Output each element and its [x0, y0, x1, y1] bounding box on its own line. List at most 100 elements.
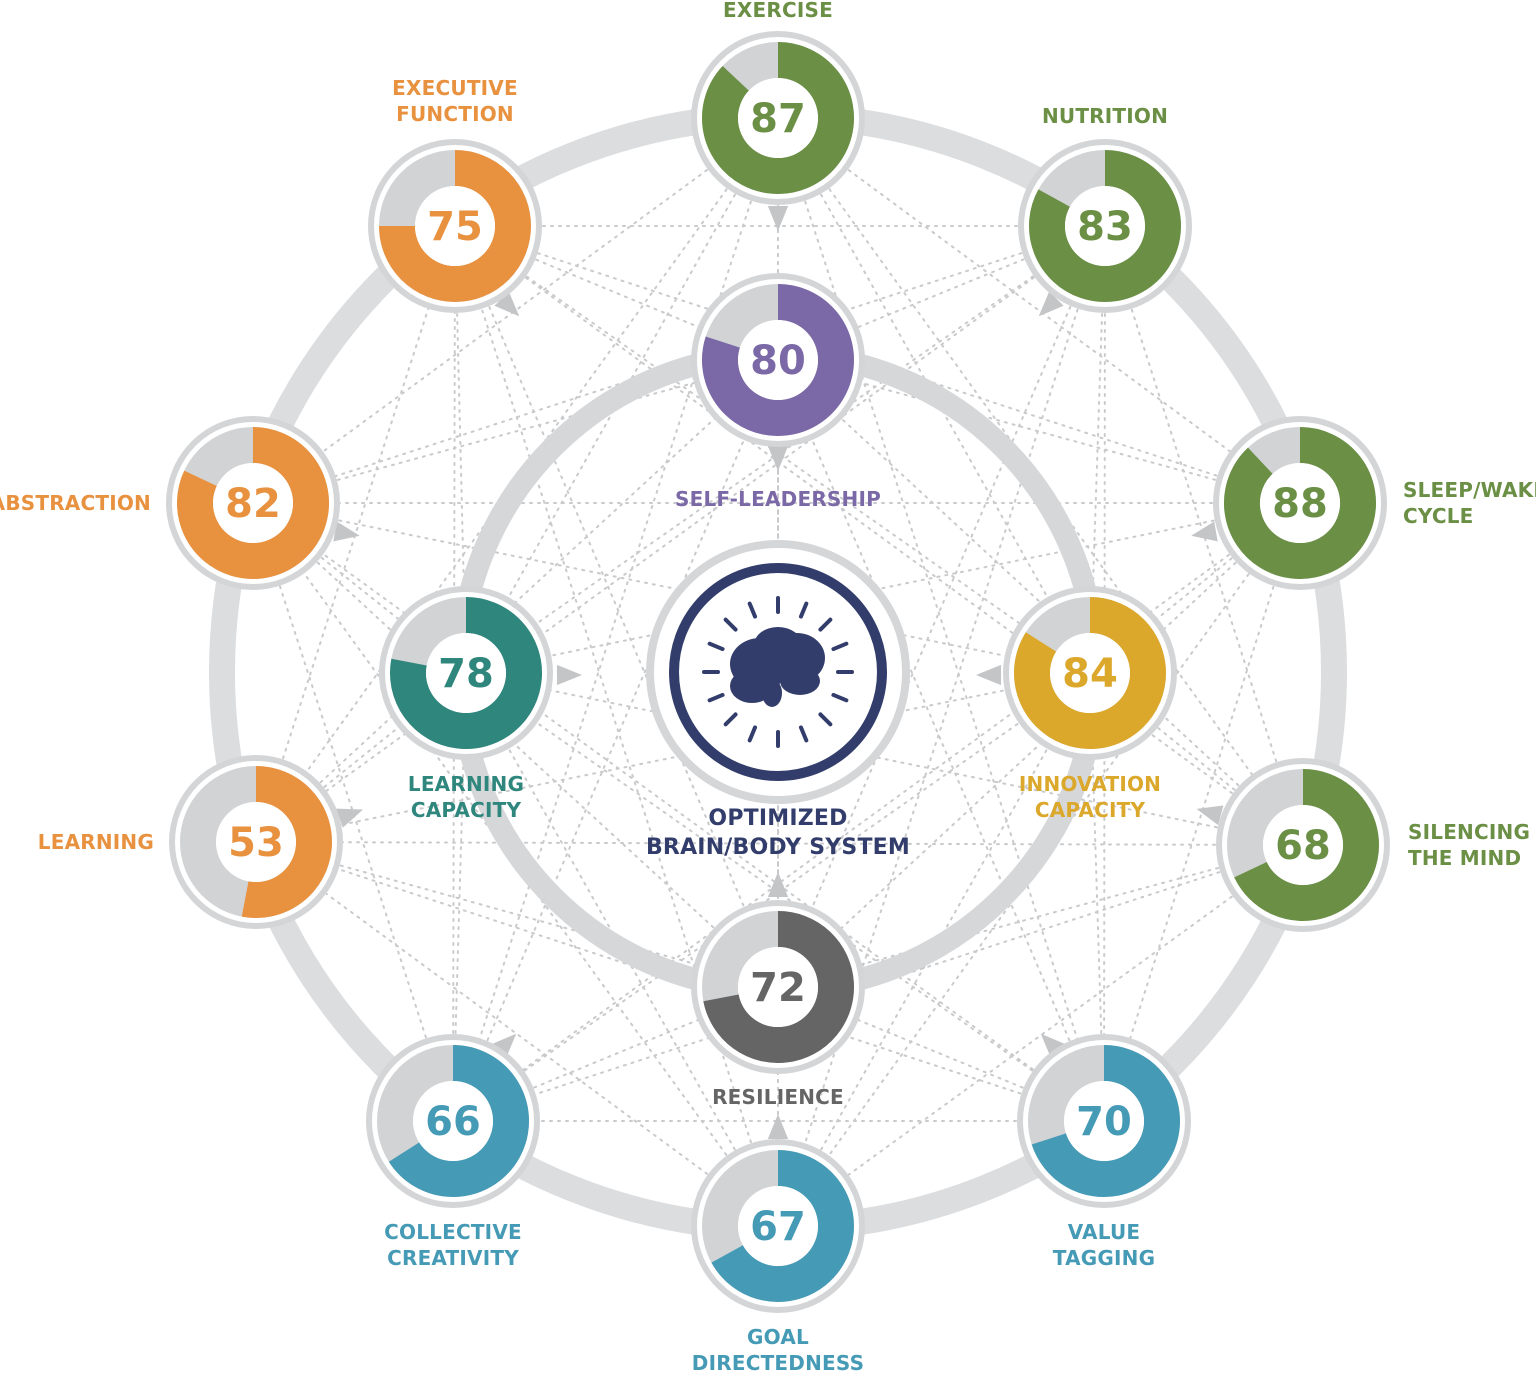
- donut-fill: [379, 150, 531, 302]
- donut-center: [216, 802, 296, 882]
- connector-line: [252, 502, 779, 1227]
- metric-node-nutrition: 83: [1018, 139, 1192, 313]
- metric-value: 53: [228, 820, 284, 866]
- donut-fill: [241, 766, 332, 918]
- ray-mark: [798, 601, 809, 619]
- connector-line: [465, 672, 779, 1227]
- connector-line: [255, 225, 1106, 843]
- metric-value: 67: [750, 1204, 806, 1250]
- metric-node-innovation-capacity: 84: [1003, 586, 1177, 760]
- connector-line: [452, 359, 779, 1122]
- metric-label-nutrition: NUTRITION: [1041, 104, 1169, 128]
- donut-fill: [702, 284, 854, 436]
- metric-value: 80: [750, 338, 806, 384]
- donut-fill: [388, 1045, 529, 1197]
- connector-line: [777, 359, 1105, 1122]
- metric-value: 75: [427, 204, 483, 250]
- metric-label-exercise: EXERCISE: [723, 0, 833, 22]
- donut-center: [1064, 1081, 1144, 1161]
- connector-line: [255, 359, 779, 843]
- metric-nodes: 87 83 88 68 70 67 66 53 82 75 80 84 72 78: [166, 31, 1390, 1313]
- metric-label-collective-creativity: COLLECTIVE CREATIVITY: [384, 1220, 522, 1270]
- donut-fill: [390, 597, 542, 749]
- donut-center: [1065, 186, 1145, 266]
- metric-label-value-tagging: VALUE TAGGING: [1052, 1220, 1156, 1270]
- metric-node-value-tagging: 70: [1017, 1034, 1191, 1208]
- metric-node-learning-capacity: 78: [379, 586, 553, 760]
- arrow-icon: [333, 521, 360, 542]
- ray-mark: [707, 641, 725, 652]
- ray-mark: [707, 692, 725, 703]
- metric-value: 84: [1062, 651, 1118, 697]
- ray-mark: [818, 617, 833, 632]
- donut-center: [738, 947, 818, 1027]
- donut-center: [738, 78, 818, 158]
- connector-line: [777, 359, 1301, 504]
- ray-mark: [818, 712, 833, 727]
- metric-label-executive-function: EXECUTIVE FUNCTION: [392, 76, 518, 126]
- metric-label-goal-directedness: GOAL DIRECTEDNESS: [691, 1325, 865, 1375]
- donut-fill: [1234, 769, 1379, 921]
- connector-line: [777, 672, 1091, 1227]
- ray-mark: [798, 725, 809, 743]
- ray-mark: [831, 641, 849, 652]
- metric-node-exercise: 87: [691, 31, 865, 205]
- metric-value: 70: [1076, 1099, 1132, 1145]
- arrow-icon: [767, 445, 789, 471]
- connector-line: [255, 672, 1091, 843]
- connector-line: [465, 502, 1301, 674]
- arrow-icon: [1040, 1033, 1066, 1059]
- donut-fill: [177, 427, 329, 579]
- metric-label-learning: LEARNING: [37, 830, 154, 854]
- direction-arrows: [333, 205, 1224, 1140]
- metric-label-silencing-the-mind: SILENCING THE MIND: [1408, 820, 1531, 870]
- metric-label-sleep-wake-cycle: SLEEP/WAKE CYCLE: [1403, 478, 1536, 528]
- donut-fill: [711, 1150, 854, 1302]
- metric-node-self-leadership: 80: [691, 273, 865, 447]
- metric-value: 83: [1077, 204, 1133, 250]
- connector-line: [777, 502, 1301, 1227]
- donut-fill: [1031, 1045, 1180, 1197]
- arrow-icon: [494, 291, 520, 317]
- donut-fill: [1014, 597, 1166, 749]
- connector-line: [252, 502, 1091, 674]
- metric-value: 88: [1272, 481, 1328, 527]
- connector-line: [454, 225, 779, 1227]
- center-label: OPTIMIZED BRAIN/BODY SYSTEM: [645, 806, 911, 860]
- connector-line: [454, 225, 1091, 674]
- arrow-icon: [976, 664, 1002, 686]
- metric-label-self-leadership: SELF-LEADERSHIP: [675, 487, 881, 511]
- ray-mark: [747, 601, 758, 619]
- ray-mark: [831, 692, 849, 703]
- connector-line: [252, 502, 1105, 1122]
- connector-line: [465, 225, 1106, 674]
- arrow-icon: [767, 872, 789, 898]
- donut-center: [413, 1081, 493, 1161]
- donut-center: [738, 1186, 818, 1266]
- donut-fill: [1224, 427, 1376, 579]
- connector-line: [465, 117, 779, 674]
- connector-line: [255, 841, 1105, 1122]
- connector-line: [777, 502, 1301, 988]
- connector-line: [255, 841, 1304, 846]
- metric-value: 66: [425, 1099, 481, 1145]
- connector-line: [452, 502, 1301, 1122]
- metric-value: 72: [750, 965, 806, 1011]
- connector-line: [777, 117, 1105, 1122]
- metric-value: 68: [1275, 823, 1331, 869]
- connector-line: [252, 359, 779, 504]
- arrow-icon: [1196, 805, 1224, 826]
- connector-line: [777, 844, 1304, 988]
- metric-node-executive-function: 75: [368, 139, 542, 313]
- connector-line: [452, 672, 1091, 1122]
- arrow-icon: [1191, 521, 1218, 542]
- brain-icon: [702, 596, 854, 748]
- ray-mark: [747, 725, 758, 743]
- donut-center: [738, 320, 818, 400]
- metric-node-goal-directedness: 67: [691, 1139, 865, 1313]
- metric-value: 82: [225, 481, 281, 527]
- donut-fill: [1029, 150, 1181, 302]
- donut-center: [415, 186, 495, 266]
- center-hub: [646, 540, 910, 804]
